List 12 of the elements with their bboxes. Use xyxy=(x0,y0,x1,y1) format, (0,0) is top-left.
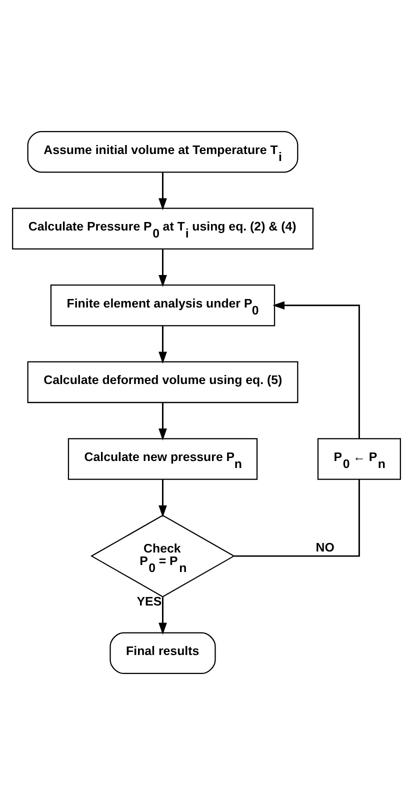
arrow xyxy=(158,172,167,210)
arrow xyxy=(158,402,167,440)
edge-label: YES xyxy=(136,594,162,608)
arrow xyxy=(158,248,167,286)
node-box: Calculate deformed volume using eq. (5) xyxy=(27,360,298,403)
edge-label: NO xyxy=(316,540,334,554)
arrow xyxy=(158,479,167,517)
connector xyxy=(234,479,360,556)
node-box: Final results xyxy=(110,632,216,674)
arrow xyxy=(272,300,360,438)
arrow xyxy=(158,596,167,634)
arrow xyxy=(158,325,167,364)
